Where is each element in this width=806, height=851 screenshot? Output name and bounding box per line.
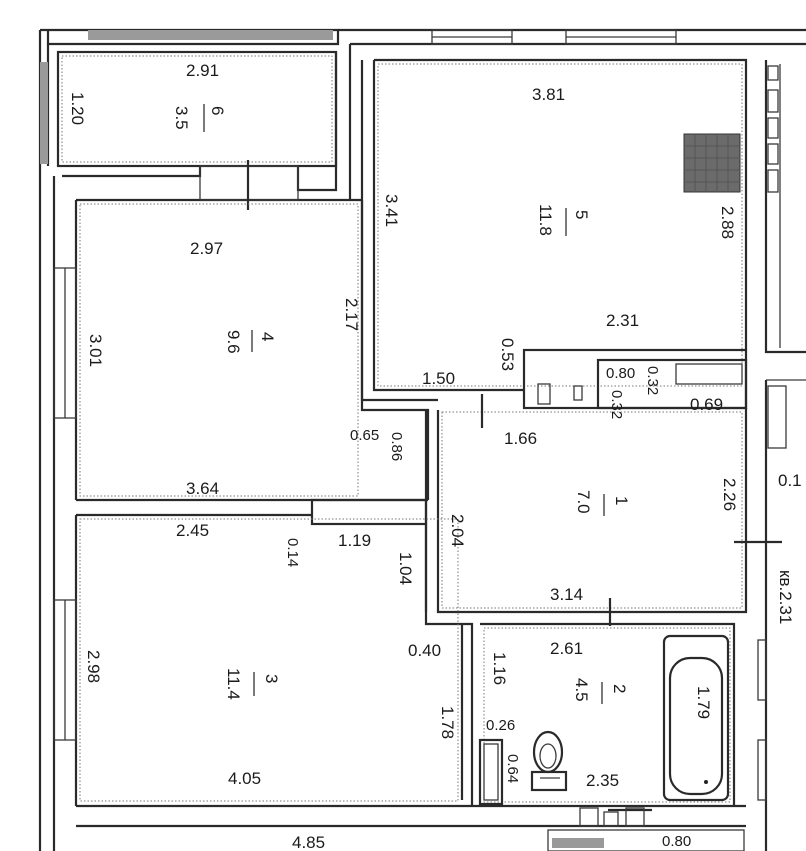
room-1-niche: 0.69 (690, 395, 723, 414)
room-1-labels: 1.66 2.04 1 7.0 2.26 3.14 0.69 0.80 0.32… (448, 365, 739, 604)
room-2-bottom: 2.35 (586, 771, 619, 790)
room-1-left: 2.04 (448, 514, 467, 547)
connector-6-4 (62, 160, 362, 210)
room-1-number: 1 (612, 496, 631, 505)
room-4-right: 2.17 (342, 298, 361, 331)
toilet-icon (530, 730, 568, 792)
room-5-number: 5 (572, 210, 591, 219)
room-2-tub: 1.79 (694, 686, 713, 719)
room-4-width: 2.97 (190, 239, 223, 258)
outer-walls (38, 28, 806, 851)
room-1-bottom: 3.14 (550, 585, 583, 604)
room-5-width: 3.81 (532, 85, 565, 104)
room-2-top: 2.61 (550, 639, 583, 658)
room-3-left: 2.98 (84, 650, 103, 683)
room-4-bottom: 3.64 (186, 479, 219, 498)
room-3-wall: 0.40 (408, 641, 441, 660)
room-4-labels: 2.97 3.01 2.17 4 9.6 3.64 0.65 0.86 (86, 239, 405, 498)
room-1-right: 2.26 (720, 478, 739, 511)
room-5-right: 2.88 (718, 206, 737, 239)
room-2-pipe: 0.26 (486, 717, 515, 734)
room-6-number: 6 (208, 106, 227, 115)
room-3-niche: 1.19 (338, 531, 371, 550)
room-2-left: 1.16 (490, 652, 509, 685)
room-1-cab-b: 0.32 (644, 366, 661, 395)
room-4-door: 0.65 (350, 427, 379, 444)
room-2-number: 2 (610, 684, 629, 693)
right-strip (757, 60, 806, 851)
edge-right-b: кв.2.31 (776, 570, 795, 624)
edge-right-a: 0.1 (778, 471, 802, 490)
room-2-area: 4.5 (572, 678, 591, 702)
bathtub-icon (662, 634, 730, 802)
room-4-outline (76, 200, 430, 526)
stove-icon (683, 133, 741, 193)
room-5-step: 0.53 (498, 338, 517, 371)
room-5-outline (360, 58, 748, 410)
room-5-area: 11.8 (536, 204, 555, 236)
room-4-left: 3.01 (86, 334, 105, 367)
room-5-side: 3.41 (382, 194, 401, 227)
room-3-bottom: 4.05 (228, 769, 261, 788)
room-6-width: 2.91 (186, 61, 219, 80)
room-6-depth: 1.20 (68, 92, 87, 125)
room-3-top: 2.45 (176, 521, 209, 540)
room-6-area: 3.5 (172, 106, 191, 130)
room-2-labels: 2.61 1.16 2 4.5 1.79 0.26 0.64 2.35 (486, 639, 713, 790)
room-5-labels: 3.81 3.41 5 11.8 2.88 2.31 0.53 1.50 (382, 85, 737, 388)
room-4-number: 4 (258, 332, 277, 341)
room-5-bottom: 2.31 (606, 311, 639, 330)
edge-bottom-c: 4.85 (292, 833, 325, 851)
room-2-outline (478, 622, 736, 827)
room-6-labels: 2.91 1.20 6 3.5 (68, 61, 227, 132)
room-3-niche-depth: 1.04 (396, 552, 415, 585)
edge-labels: 0.1 кв.2.31 4.85 0.80 (292, 471, 802, 851)
room-4-area: 9.6 (224, 330, 243, 354)
room-1-top: 1.66 (504, 429, 537, 448)
room-3-labels: 2.45 0.14 1.19 1.04 2.98 3 11.4 0.40 1.7… (84, 521, 457, 788)
room-3-outline (79, 518, 474, 806)
room-3-area: 11.4 (224, 668, 243, 700)
edge-bottom-d: 0.80 (662, 833, 691, 850)
room-3-right: 1.78 (438, 706, 457, 739)
room-4-door-depth: 0.86 (388, 432, 405, 461)
room-3-number: 3 (262, 674, 281, 683)
room-1-cab-c: 0.32 (608, 390, 625, 419)
room-1-area: 7.0 (574, 490, 593, 514)
room-5-door: 1.50 (422, 369, 455, 388)
room-1-cab-a: 0.80 (606, 365, 635, 382)
room-2-shaft: 0.64 (504, 754, 521, 783)
bottom-row (547, 829, 745, 851)
room-3-offset: 0.14 (284, 538, 301, 567)
